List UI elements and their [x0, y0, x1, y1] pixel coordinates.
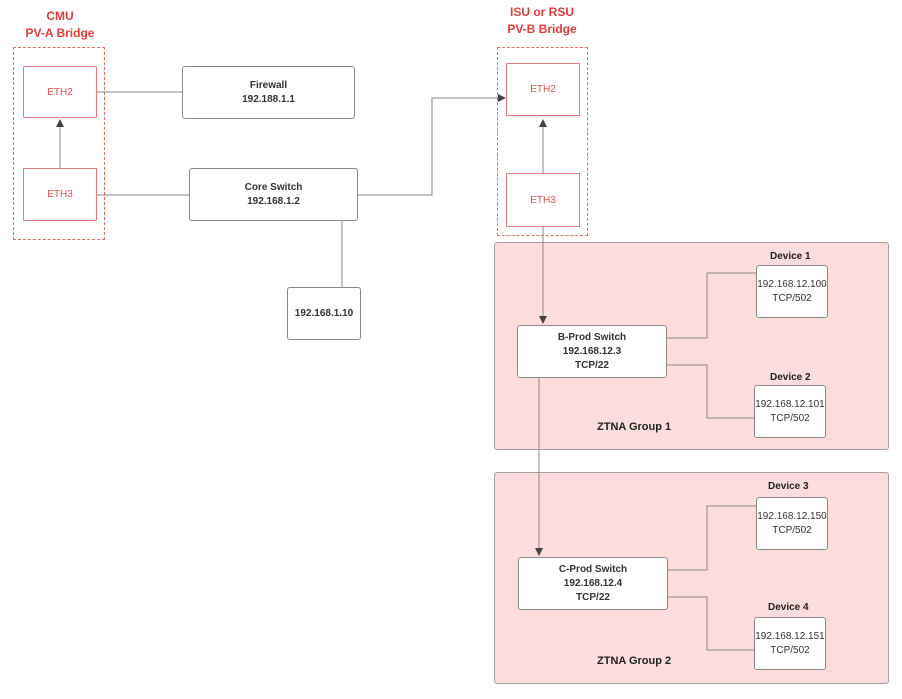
device-1-node[interactable]: 192.168.12.100 TCP/502 [756, 265, 828, 318]
firewall-ip: 192.188.1.1 [242, 93, 295, 105]
b-prod-switch-node[interactable]: B-Prod Switch 192.168.12.3 TCP/22 [517, 325, 667, 378]
cmu-title-line1: CMU [46, 9, 74, 23]
b-prod-switch-ip: 192.168.12.3 [562, 345, 622, 357]
core-switch-ip: 192.168.1.2 [247, 195, 300, 207]
device-4-ip: 192.168.12.151 [755, 630, 825, 642]
cprod-device4-line [668, 596, 754, 651]
device-2-port: TCP/502 [770, 412, 810, 424]
device-2-node[interactable]: 192.168.12.101 TCP/502 [754, 385, 826, 438]
device-4-port: TCP/502 [770, 644, 810, 656]
c-prod-switch-node[interactable]: C-Prod Switch 192.168.12.4 TCP/22 [518, 557, 668, 610]
cprod-device3-line [668, 505, 756, 571]
c-prod-switch-name: C-Prod Switch [558, 563, 628, 575]
b-prod-switch-name: B-Prod Switch [557, 331, 627, 343]
remote-title: ISU or RSU PV-B Bridge [490, 4, 594, 38]
core-to-remote-eth2-line [358, 94, 506, 196]
device-3-node[interactable]: 192.168.12.150 TCP/502 [756, 497, 828, 550]
ztna-group-2-label: ZTNA Group 2 [597, 655, 672, 667]
core-switch-name: Core Switch [244, 181, 303, 193]
remote-eth2-port[interactable]: ETH2 [506, 63, 580, 116]
c-prod-switch-port: TCP/22 [576, 591, 610, 603]
cmu-bridge-boundary [13, 47, 105, 240]
bprod-device1-line [667, 272, 756, 339]
cmu-eth2-port[interactable]: ETH2 [23, 66, 97, 118]
core-switch-node[interactable]: Core Switch 192.168.1.2 [189, 168, 358, 221]
remote-title-line1: ISU or RSU [509, 5, 574, 19]
device-3-label: Device 3 [768, 481, 809, 492]
remote-title-line2: PV-B Bridge [507, 22, 577, 36]
device-2-ip: 192.168.12.101 [755, 398, 825, 410]
device-2-label: Device 2 [770, 372, 811, 383]
device-1-ip: 192.168.12.100 [757, 278, 827, 290]
device-3-ip: 192.168.12.150 [757, 510, 827, 522]
device-4-node[interactable]: 192.168.12.151 TCP/502 [754, 617, 826, 670]
firewall-node[interactable]: Firewall 192.188.1.1 [182, 66, 355, 119]
device-3-port: TCP/502 [772, 524, 812, 536]
host-node[interactable]: 192.168.1.10 [287, 287, 361, 340]
device-1-port: TCP/502 [772, 292, 812, 304]
b-prod-switch-port: TCP/22 [575, 359, 609, 371]
bprod-device2-line [667, 364, 754, 419]
c-prod-switch-ip: 192.168.12.4 [563, 577, 623, 589]
cmu-title: CMU PV-A Bridge [10, 8, 110, 42]
remote-eth3-port[interactable]: ETH3 [506, 173, 580, 227]
ztna-group-1-label: ZTNA Group 1 [597, 421, 672, 433]
cmu-eth3-port[interactable]: ETH3 [23, 168, 97, 221]
device-1-label: Device 1 [770, 251, 811, 262]
host-ip: 192.168.1.10 [294, 307, 354, 319]
firewall-name: Firewall [249, 79, 288, 91]
remote-bridge-boundary [497, 47, 588, 236]
cmu-title-line2: PV-A Bridge [25, 26, 95, 40]
device-4-label: Device 4 [768, 602, 809, 613]
